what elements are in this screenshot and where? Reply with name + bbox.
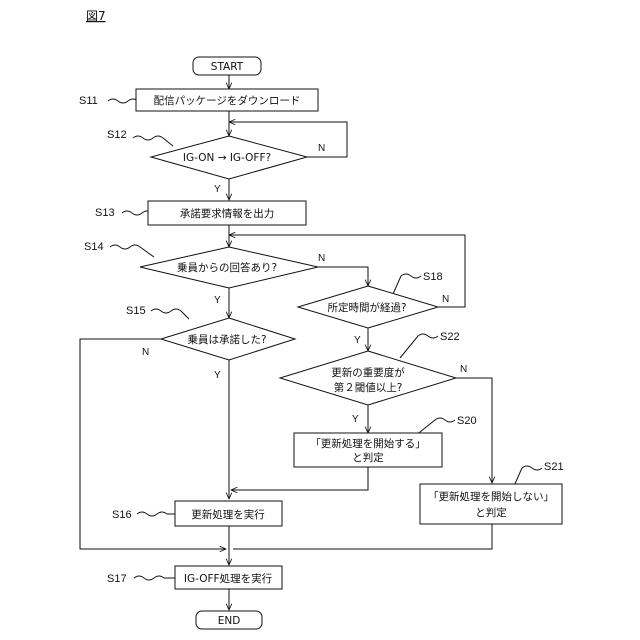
step-label-s17: S17 [107,573,127,585]
end-terminator: END [196,611,262,629]
figure-label: 図7 [86,9,106,23]
s12-text: IG-ON → IG-OFF? [183,152,271,164]
s21-process: 「更新処理を開始しない」 と判定 [420,484,562,524]
branch-label-s22-yes: Y [352,414,359,425]
start-text: START [211,61,244,73]
branch-label-s14-yes: Y [214,295,221,306]
s12-decision: IG-ON → IG-OFF? [151,136,307,179]
branch-label-s18-no: N [442,294,449,305]
s20-text-line1: 「更新処理を開始する」 [310,437,426,450]
s20-process: 「更新処理を開始する」 と判定 [294,433,442,467]
branch-label-s12-no: N [318,143,325,154]
step-label-s14: S14 [84,241,104,253]
s11-process: 配信パッケージをダウンロード [136,89,318,111]
step-label-s18: S18 [423,271,443,283]
s17-process: IG-OFF処理を実行 [175,566,282,589]
step-label-s20: S20 [457,415,477,427]
step-label-s12: S12 [107,129,127,141]
branch-label-s18-yes: Y [354,335,361,346]
s11-text: 配信パッケージをダウンロード [154,94,301,107]
connectors [80,75,542,610]
s14-decision: 乗員からの回答あり? [140,247,318,288]
step-label-s15: S15 [126,305,146,317]
s18-text: 所定時間が経過? [327,301,406,314]
branch-label-s12-yes: Y [214,184,221,195]
s16-text: 更新処理を実行 [191,508,265,521]
s18-decision: 所定時間が経過? [298,286,438,328]
branch-label-s15-no: N [142,347,149,358]
s22-text-line2: 第２閾値以上? [334,381,403,394]
step-label-s21: S21 [544,461,564,473]
branch-label-s14-no: N [318,253,325,264]
start-terminator: START [193,57,261,75]
step-label-s16: S16 [112,509,132,521]
s15-decision: 乗員は承諾した? [161,318,295,360]
s21-text-line1: 「更新処理を開始しない」 [428,490,554,503]
s14-text: 乗員からの回答あり? [177,261,277,274]
s13-text: 承諾要求情報を出力 [180,207,275,220]
s22-text-line1: 更新の重要度が [331,366,405,379]
end-text: END [218,615,241,627]
s16-process: 更新処理を実行 [175,501,282,526]
s15-text: 乗員は承諾した? [187,333,266,346]
s13-process: 承諾要求情報を出力 [148,201,306,225]
s21-text-line2: と判定 [475,506,507,519]
step-label-s11: S11 [79,95,98,107]
step-label-s22: S22 [440,331,460,343]
s20-text-line2: と判定 [352,451,384,464]
s22-decision: 更新の重要度が 第２閾値以上? [280,351,456,405]
step-label-s13: S13 [95,207,115,219]
branch-label-s15-yes: Y [214,370,221,381]
branch-label-s22-no: N [460,364,467,375]
s17-text: IG-OFF処理を実行 [184,572,273,585]
